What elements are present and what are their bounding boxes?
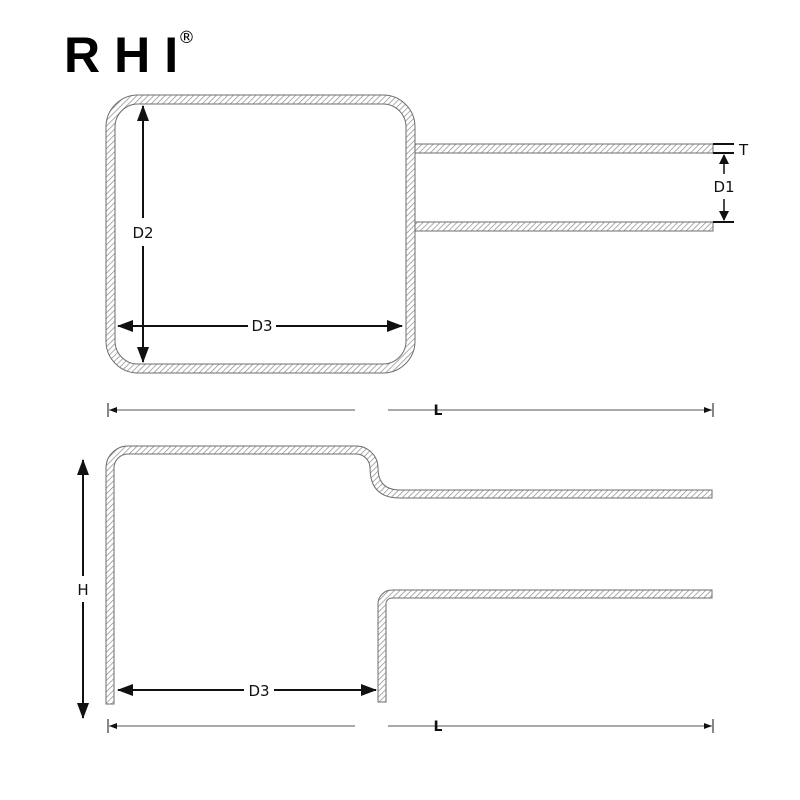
dim-d2-label: D2	[132, 224, 153, 242]
dim-t-label: T	[738, 141, 749, 159]
dim-l-bottom: L	[107, 719, 714, 735]
dim-l-bottom-label: L	[434, 719, 443, 735]
side-view-upper-profile	[105, 445, 713, 705]
side-view: H D3	[77, 445, 713, 719]
top-view-body	[105, 94, 416, 374]
top-view: D2 D3 T D1	[105, 94, 749, 374]
dim-d1-label: D1	[713, 178, 734, 196]
dim-d3-top-label: D3	[251, 317, 272, 335]
top-view-upper-tab	[414, 143, 714, 154]
brand-logo: RHI	[64, 27, 193, 83]
top-view-lower-tab	[414, 221, 714, 232]
dim-l-top-label: L	[434, 403, 443, 419]
dim-l-top: L	[107, 403, 714, 419]
dim-h-label: H	[77, 581, 88, 599]
dim-d3-side-label: D3	[248, 682, 269, 700]
registered-mark: ®	[178, 28, 195, 48]
side-view-lower-profile	[377, 589, 713, 703]
